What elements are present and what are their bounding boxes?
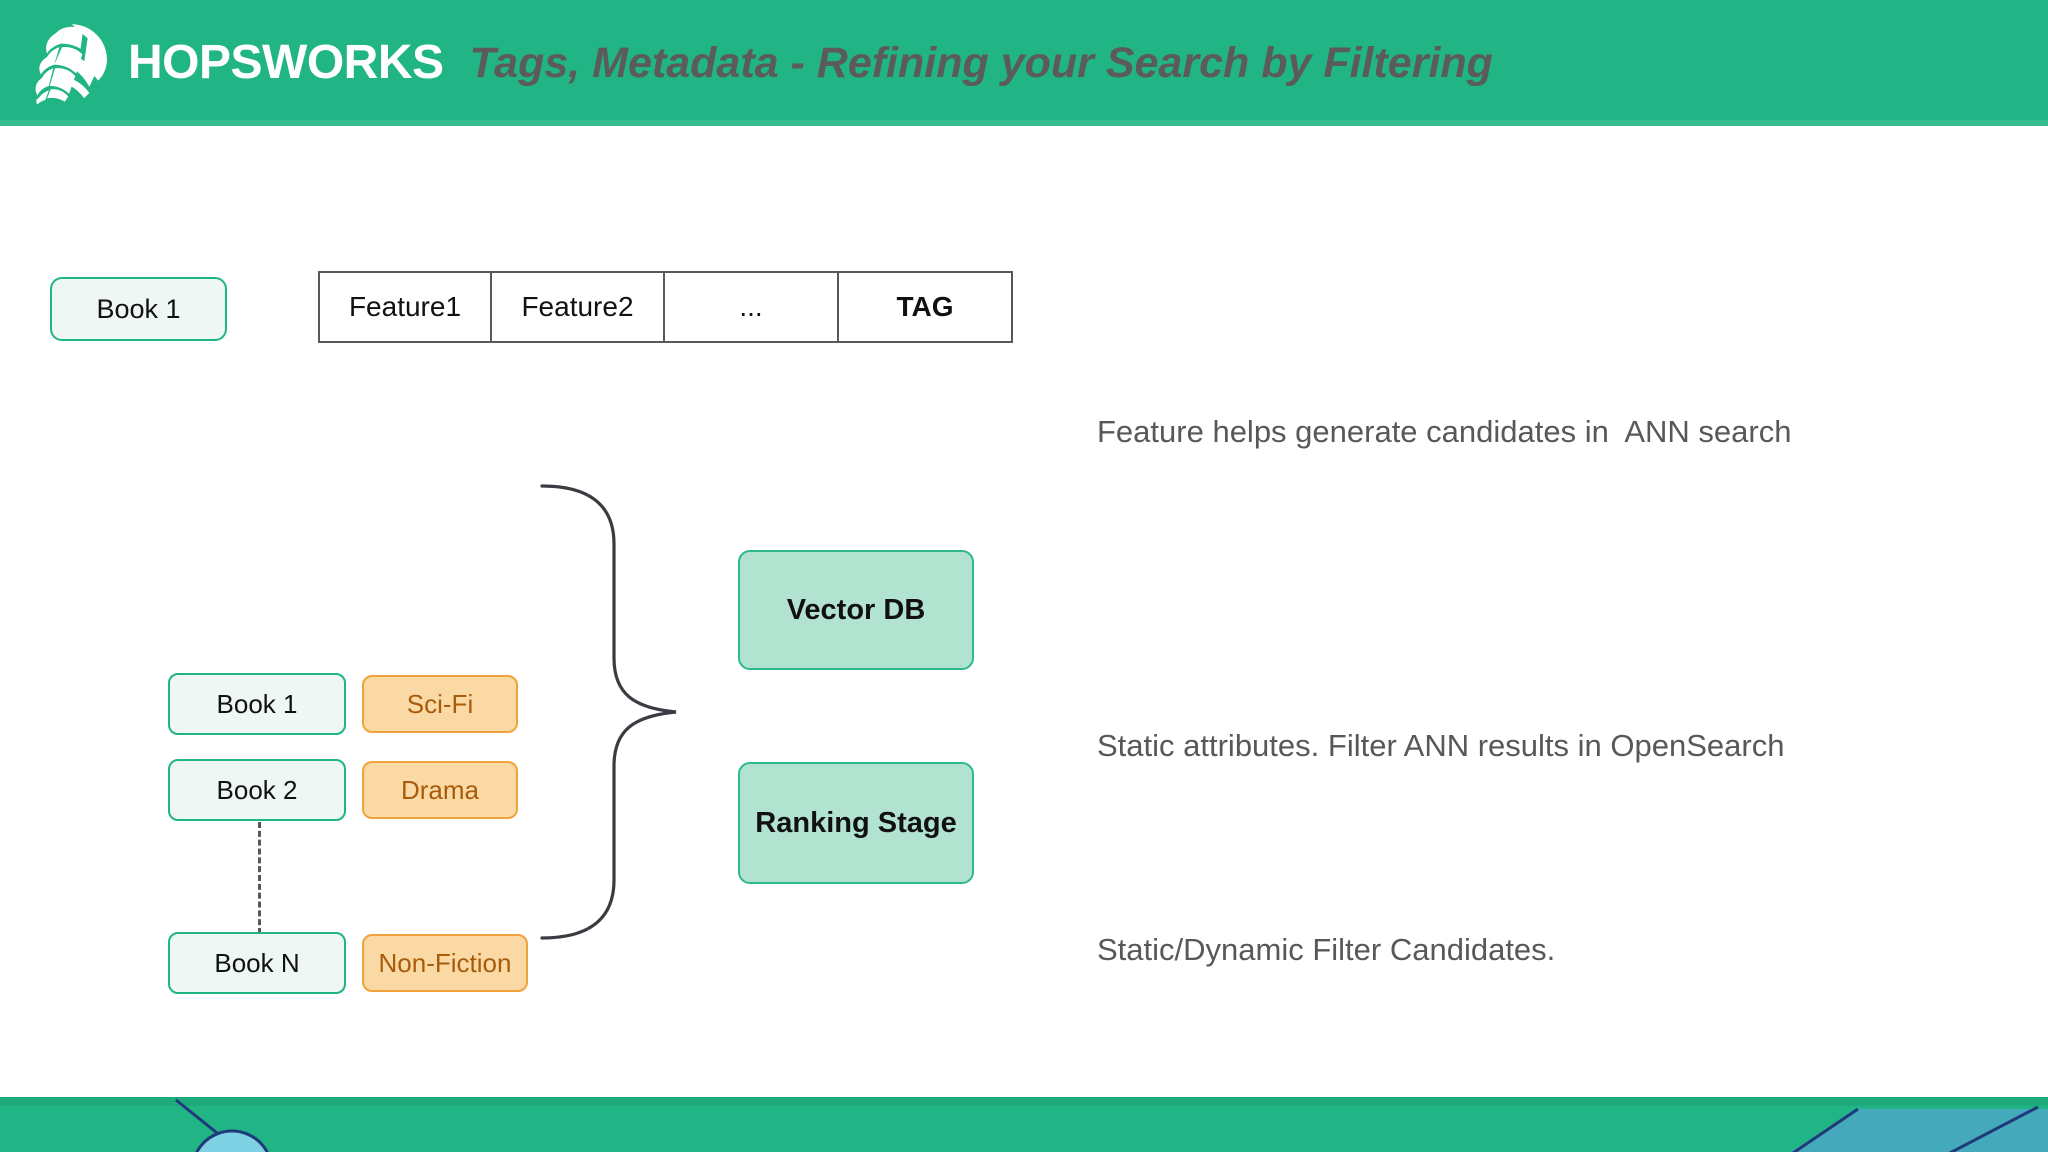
page-footer [0,1097,2048,1152]
stage-box-ranking: Ranking Stage [738,762,974,884]
description-static-attributes: Static attributes. Filter ANN results in… [1097,728,1785,763]
book-pill-row-1: Book 1 [168,673,346,735]
tag-pill-row-2-label: Drama [400,774,479,805]
footer-decorations [175,1098,2048,1152]
feature-cell-tag: TAG [896,291,954,322]
feature-vector-table: Feature1 Feature2 ... TAG [318,271,1013,343]
stage-box-vector-db: Vector DB [738,550,974,670]
tag-pill-row-3: Non-Fiction [362,934,528,992]
feature-cell-1: Feature1 [320,273,492,341]
tag-pill-row-1-label: Sci-Fi [406,688,474,719]
feature-cell-2: Feature2 [492,273,665,341]
book-pill-row-2: Book 2 [168,759,346,821]
brand-name: HOPSWORKS [128,36,444,89]
tag-pill-row-1: Sci-Fi [362,675,518,733]
header-underline [0,120,2048,126]
book-pill-row-1-label: Book 1 [216,688,298,719]
page-title: Tags, Metadata - Refining your Search by… [469,38,1493,87]
book-pill-top-label: Book 1 [96,293,181,324]
tag-pill-row-2: Drama [362,761,518,819]
stage-box-vector-db-label: Vector DB [786,593,926,626]
feature-cell-ellipsis: ... [665,273,839,341]
diagonal-band-decoration [1790,1105,2048,1152]
diagram-canvas: Book 1 Feature1 Feature2 ... TAG Feature… [0,126,2048,1097]
tag-pill-row-3-label: Non-Fiction [378,947,512,978]
page-header: HOPSWORKS Tags, Metadata - Refining your… [0,0,2048,126]
book-pill-row-3-label: Book N [214,947,300,978]
description-static-dynamic: Static/Dynamic Filter Candidates. [1097,932,1556,967]
hop-cone-logo-icon [35,24,107,105]
book-pill-row-3: Book N [168,932,346,994]
right-curly-brace-icon [540,484,677,940]
dashed-vertical-connector [258,822,261,934]
circle-decoration [175,1098,269,1152]
book-pill-row-2-label: Book 2 [216,774,298,805]
stage-box-ranking-label: Ranking Stage [755,806,957,839]
description-ann-search: Feature helps generate candidates in ANN… [1097,414,1792,449]
book-pill-top: Book 1 [50,277,227,341]
footer-top-line [0,1097,2048,1106]
